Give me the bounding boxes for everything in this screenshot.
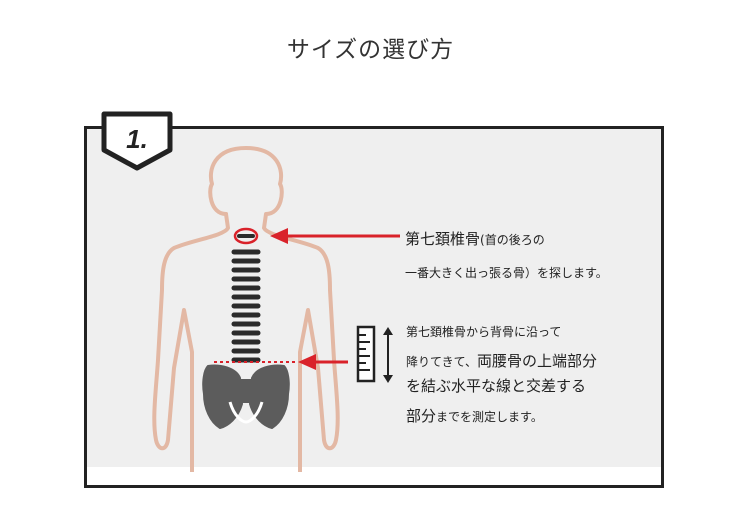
neck-note-line2: 一番大きく出っ張る骨）を探します。	[405, 266, 608, 280]
arrow-left-icon	[298, 354, 316, 370]
pelvis	[202, 364, 290, 429]
body-figure	[152, 146, 340, 472]
arrow-left-icon	[270, 228, 288, 244]
waist-note-line2: 降りてきて、両腰骨の上端部分	[406, 350, 597, 371]
step-number: 1.	[126, 124, 148, 154]
pelvis-outline	[228, 401, 264, 424]
waist-note-line4-big: 部分	[406, 407, 437, 425]
waist-note-line2-big: 両腰骨の上端部分	[477, 352, 598, 370]
waist-arrow	[298, 354, 348, 370]
step-badge: 1.	[101, 111, 173, 171]
seventh-cervical-marker	[233, 227, 259, 245]
illustration-frame	[84, 126, 664, 488]
waist-note-line1: 第七頚椎骨から背骨に沿って	[406, 325, 562, 339]
waist-note-line4-small: までを測定します。	[436, 410, 543, 424]
neck-note-main: 第七頚椎骨	[405, 230, 481, 248]
neck-note-heading: 第七頚椎骨(首の後ろの	[405, 228, 545, 249]
neck-note-sub: (首の後ろの	[480, 233, 545, 247]
waist-note-line2-small: 降りてきて、	[406, 355, 478, 369]
neck-arrow	[270, 228, 400, 244]
waist-note-line3: を結ぶ水平な線と交差する	[406, 377, 587, 395]
panel-bottom-strip	[87, 467, 661, 485]
page-title: サイズの選び方	[286, 37, 455, 63]
body-silhouette	[152, 146, 340, 472]
waist-note-line4: 部分までを測定します。	[406, 405, 543, 426]
ruler-icon	[356, 325, 393, 383]
spine-vertebrae	[231, 249, 261, 363]
